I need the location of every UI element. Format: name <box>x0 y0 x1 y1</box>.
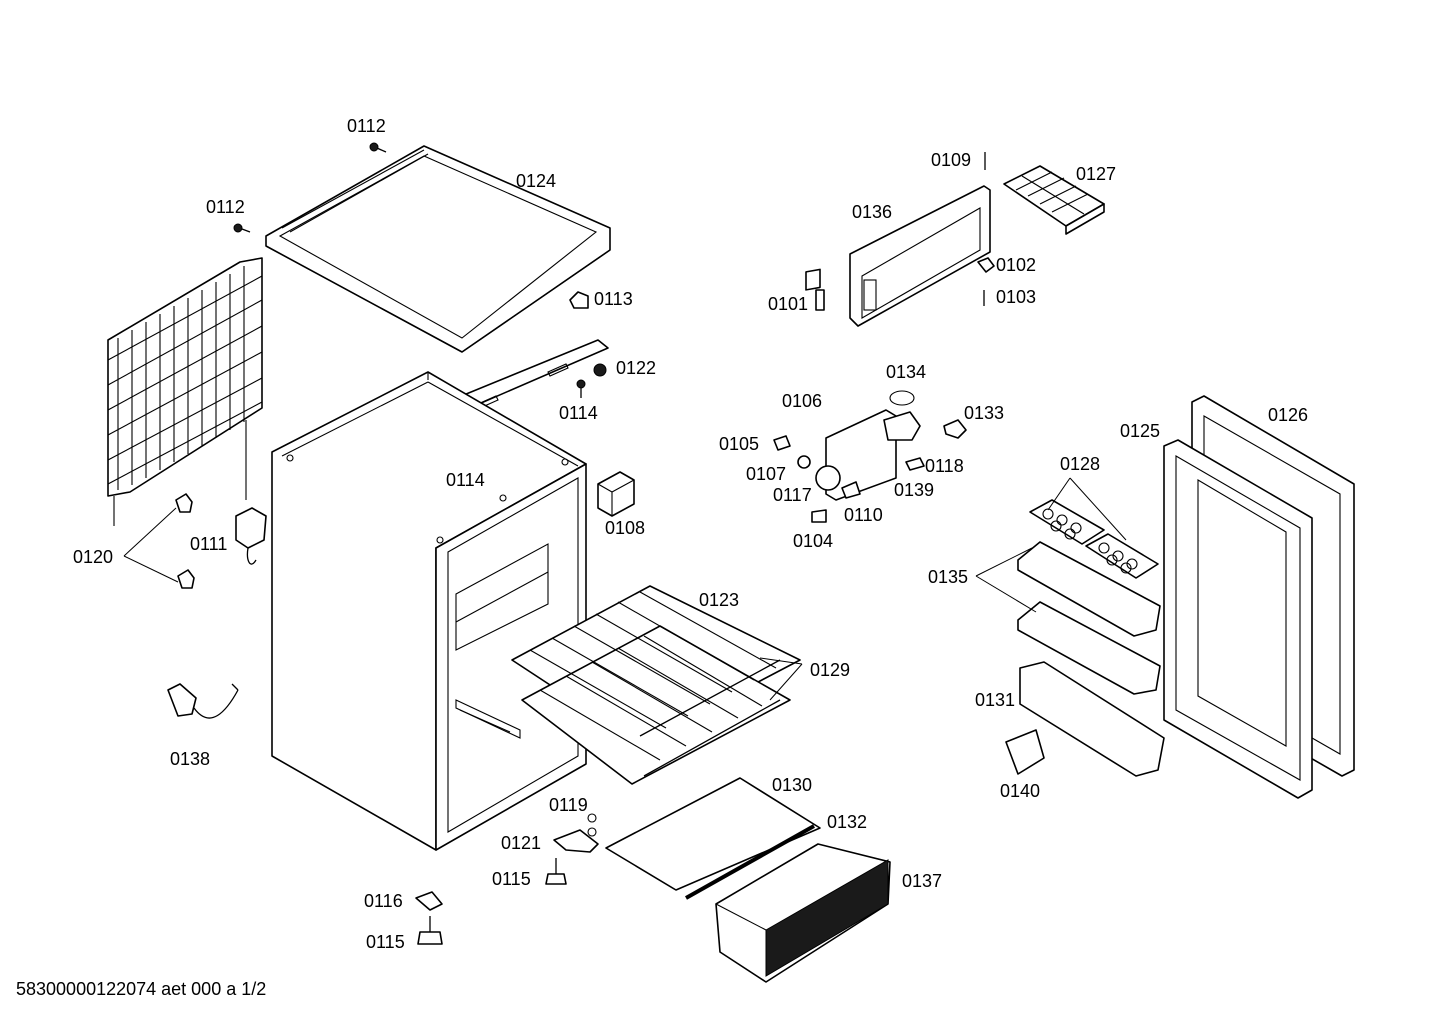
part-label-0123: 0123 <box>699 590 739 610</box>
part-label-0115: 0115 <box>366 932 405 952</box>
door-shelf <box>1017 541 1165 777</box>
part-label-0126: 0126 <box>1268 405 1308 425</box>
relay-icon <box>235 507 267 565</box>
freezer-flap <box>849 185 991 327</box>
part-label-0140: 0140 <box>1000 781 1040 801</box>
part-label-0101: 0101 <box>768 294 808 314</box>
part-label-0108: 0108 <box>605 518 645 538</box>
part-label-0125: 0125 <box>1120 421 1160 441</box>
part-label-0114: 0114 <box>559 403 598 423</box>
part-label-0113: 0113 <box>594 289 633 309</box>
cover-icon <box>1005 729 1045 775</box>
part-label-0122: 0122 <box>616 358 656 378</box>
part-label-0129: 0129 <box>810 660 850 680</box>
part-label-0131: 0131 <box>975 690 1015 710</box>
part-label-0117: 0117 <box>773 485 812 505</box>
part-label-0111: 0111 <box>190 534 227 554</box>
crisper-drawer <box>715 843 891 983</box>
part-label-0127: 0127 <box>1076 164 1116 184</box>
part-label-0102: 0102 <box>996 255 1036 275</box>
lower-hinge <box>415 813 599 945</box>
part-label-0104: 0104 <box>793 531 833 551</box>
leader-lines <box>123 477 1127 701</box>
trim-strip <box>685 824 815 900</box>
thermostat-assembly <box>773 268 967 523</box>
part-label-0121: 0121 <box>501 833 541 853</box>
part-label-0136: 0136 <box>852 202 892 222</box>
part-label-0134: 0134 <box>886 362 926 382</box>
part-label-0107: 0107 <box>746 464 786 484</box>
part-label-0112: 0112 <box>347 116 386 136</box>
part-label-0137: 0137 <box>902 871 942 891</box>
ice-tray <box>1003 165 1105 235</box>
clip-icon <box>569 291 589 309</box>
cabinet <box>271 371 587 851</box>
part-label-0118: 0118 <box>925 456 964 476</box>
egg-tray <box>1029 499 1159 579</box>
part-label-0119: 0119 <box>549 795 588 815</box>
condenser-coil <box>107 257 263 526</box>
grommet-icon <box>175 493 195 589</box>
worktop-lid <box>265 145 611 353</box>
part-label-0130: 0130 <box>772 775 812 795</box>
glass-plate <box>605 777 821 891</box>
power-cord-icon <box>167 683 239 719</box>
clip-icon <box>977 257 995 273</box>
junction-box <box>597 471 635 517</box>
part-label-0138: 0138 <box>170 749 210 769</box>
part-label-0124: 0124 <box>516 171 556 191</box>
wire-shelf <box>511 585 801 785</box>
part-label-0110: 0110 <box>844 505 883 525</box>
document-id: 58300000122074 aet 000 a 1/2 <box>16 979 267 999</box>
part-label-0103: 0103 <box>996 287 1036 307</box>
door-gasket <box>1163 439 1313 799</box>
part-label-0115: 0115 <box>492 869 531 889</box>
part-label-0109: 0109 <box>931 150 971 170</box>
part-label-0112: 0112 <box>206 197 245 217</box>
part-label-0128: 0128 <box>1060 454 1100 474</box>
part-label-0116: 0116 <box>364 891 403 911</box>
part-label-0139: 0139 <box>894 480 934 500</box>
part-label-0114: 0114 <box>446 470 485 490</box>
part-label-0105: 0105 <box>719 434 759 454</box>
part-label-0120: 0120 <box>73 547 113 567</box>
part-label-0132: 0132 <box>827 812 867 832</box>
part-label-0106: 0106 <box>782 391 822 411</box>
part-label-0135: 0135 <box>928 567 968 587</box>
part-labels: 0112 0112 0124 0113 0122 0114 0114 0108 … <box>73 116 1308 952</box>
screw-icon <box>233 142 387 233</box>
part-label-0133: 0133 <box>964 403 1004 423</box>
latch-icon <box>815 289 825 311</box>
